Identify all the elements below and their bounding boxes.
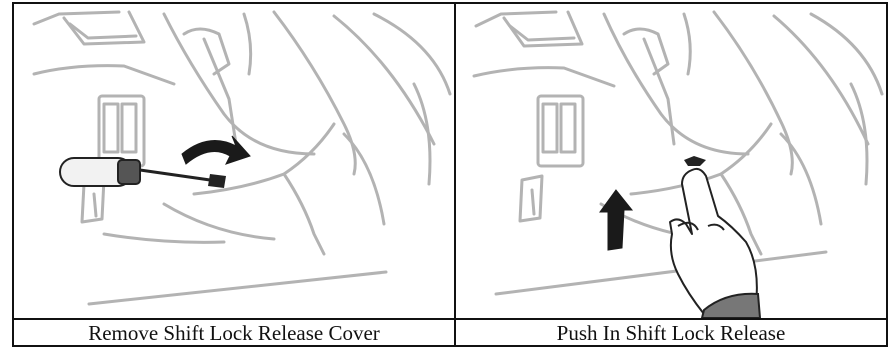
dashboard-screwdriver-illustration (14, 4, 454, 318)
illustration-push-release (456, 4, 886, 318)
dashboard-finger-illustration (456, 4, 886, 318)
caption-remove-cover: Remove Shift Lock Release Cover (14, 320, 454, 347)
instruction-figure-table: Remove Shift Lock Release Cover Push In … (12, 2, 888, 347)
illustration-remove-cover (14, 4, 454, 318)
caption-push-release: Push In Shift Lock Release (456, 320, 886, 347)
pointing-hand-icon (670, 169, 757, 314)
